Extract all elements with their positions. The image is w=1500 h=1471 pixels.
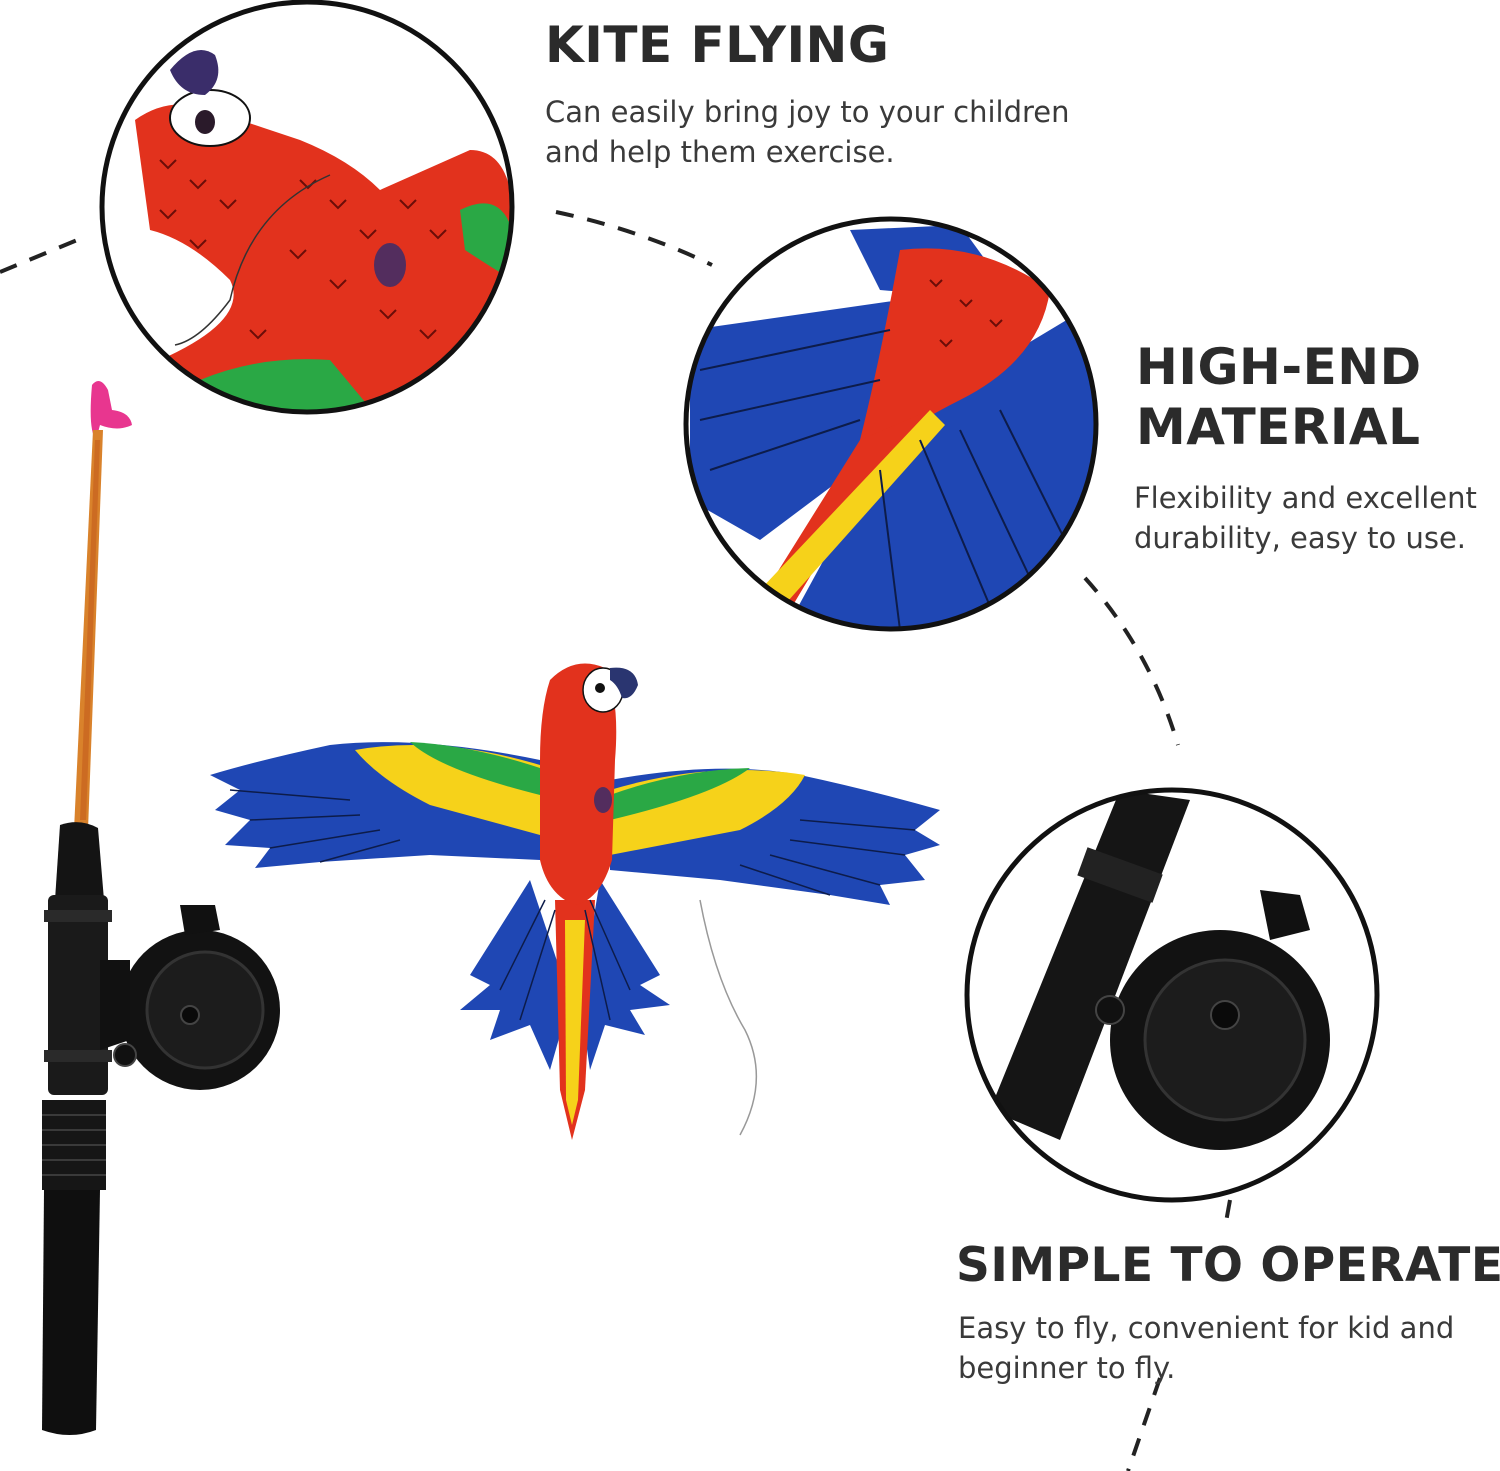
feature-title-kite-flying: KITE FLYING — [545, 16, 890, 74]
detail-circle-reel-border — [964, 787, 1380, 1203]
dashed-connector-bottom-tail — [1126, 1377, 1162, 1471]
feature-title-simple-to-operate: SIMPLE TO OPERATE — [956, 1238, 1500, 1293]
feature-title-high-end-material: HIGH-END MATERIAL — [1136, 337, 1422, 457]
feature-description-line: beginner to fly. — [958, 1351, 1176, 1385]
dashed-connectors — [0, 210, 1232, 1471]
feature-description-simple-to-operate: Easy to fly, convenient for kid and begi… — [958, 1308, 1488, 1388]
feature-description-kite-flying: Can easily bring joy to your children an… — [545, 92, 1165, 172]
feature-title-line: MATERIAL — [1136, 398, 1421, 456]
feature-description-line: Flexibility and excellent — [1134, 481, 1477, 515]
detail-circle-wing-border — [683, 216, 1099, 632]
detail-circle-head — [102, 2, 512, 412]
dashed-connector-top — [555, 210, 713, 267]
parrot-kite — [210, 663, 940, 1140]
feature-description-line: and help them exercise. — [545, 135, 895, 169]
detail-circle-head-border — [99, 0, 515, 415]
feature-title-line: HIGH-END — [1136, 338, 1422, 396]
detail-circle-wing — [686, 219, 1096, 629]
feature-description-line: Easy to fly, convenient for kid and — [958, 1311, 1455, 1345]
feature-description-line: durability, easy to use. — [1134, 521, 1467, 555]
dashed-connector-bottom — [1224, 1199, 1232, 1223]
detail-circle-reel — [967, 790, 1377, 1200]
fishing-rod — [42, 381, 280, 1435]
dashed-connector-left — [0, 236, 83, 274]
feature-description-line: Can easily bring joy to your children — [545, 95, 1070, 129]
feature-description-high-end-material: Flexibility and excellent durability, ea… — [1134, 478, 1494, 558]
dashed-connector-right — [1083, 576, 1180, 746]
